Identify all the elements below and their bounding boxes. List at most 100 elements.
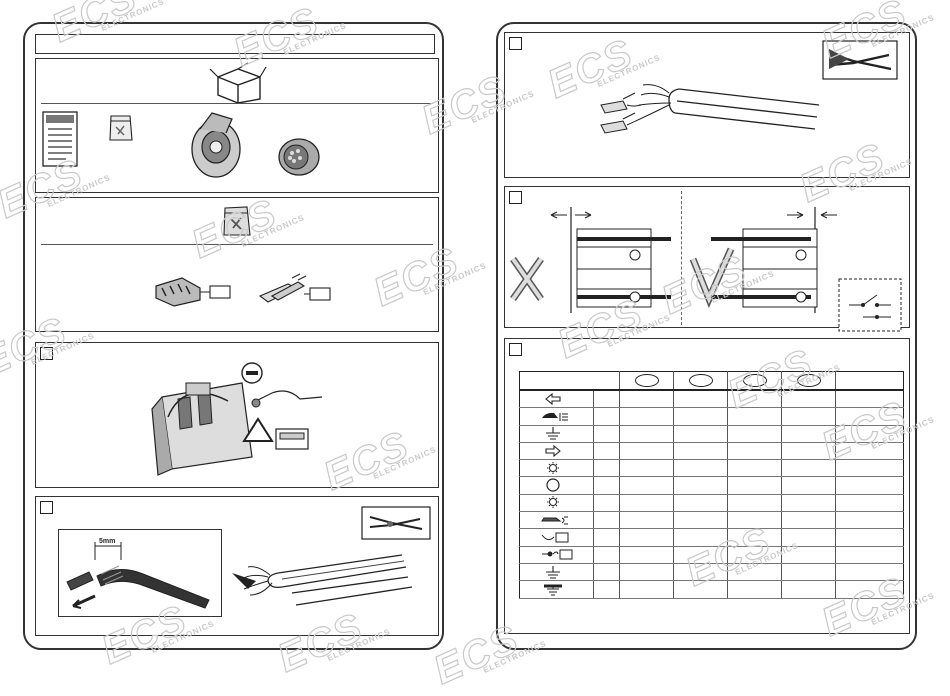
table-row (519, 580, 904, 599)
left-page: 5mm (23, 22, 444, 650)
rear-fog-car-icon (541, 412, 568, 421)
step-checkbox (509, 191, 522, 204)
step-checkbox (509, 37, 522, 50)
color-oval-icon (796, 374, 821, 387)
table-cell (593, 442, 620, 461)
table-cell (835, 546, 904, 564)
step-checkbox (40, 347, 53, 360)
table-cell (781, 459, 836, 478)
table-cell (619, 563, 674, 582)
table-cell (727, 407, 782, 426)
step-checkbox (40, 501, 53, 514)
table-row (519, 511, 904, 530)
header-cell (519, 371, 620, 391)
table-cell (593, 580, 620, 599)
ground-icon (545, 427, 560, 440)
crimp-illustration (600, 84, 820, 134)
symbol-cell (519, 528, 594, 547)
table-cell (673, 511, 728, 530)
manual-icon (42, 111, 78, 167)
strip-detail-frame: 5mm (58, 529, 222, 617)
title-bar (35, 34, 435, 54)
wire-strip-panel: 5mm (35, 496, 439, 636)
table-cell (619, 511, 674, 530)
wrong-crimp-illustration (510, 207, 671, 313)
table-cell (727, 459, 782, 478)
color-column-4 (781, 371, 836, 391)
symbol-cell (519, 563, 594, 582)
symbol-cell (519, 390, 594, 409)
circle-lamp-icon (545, 478, 560, 492)
symbol-cell (519, 494, 594, 513)
table-cell (781, 563, 836, 582)
table-cell (781, 546, 836, 564)
table-row (519, 425, 904, 443)
table-cell (835, 442, 904, 461)
table-header-row (519, 371, 904, 391)
table-cell (593, 476, 620, 495)
table-cell (673, 407, 728, 426)
table-cell (835, 476, 904, 495)
symbol-cell (519, 580, 594, 599)
table-cell (727, 546, 782, 564)
wiring-table-panel (504, 338, 910, 634)
ground-bar-icon (543, 584, 562, 596)
plug-icon (278, 138, 320, 176)
color-oval-icon (688, 374, 713, 387)
color-column-3 (727, 371, 782, 391)
symbol-cell (519, 476, 594, 495)
ground-icon (545, 565, 560, 579)
table-cell (593, 459, 620, 478)
table-cell (619, 459, 674, 478)
table-cell (835, 494, 904, 513)
battery-panel (35, 342, 439, 488)
table-cell (835, 407, 904, 426)
table-cell (619, 390, 674, 409)
table-row (519, 546, 904, 564)
table-cell (593, 528, 620, 547)
table-cell (619, 546, 674, 564)
arrow-right-icon (544, 444, 561, 457)
table-row (519, 528, 904, 547)
symbol-cell (519, 511, 594, 530)
symbol-cell (519, 546, 594, 564)
table-cell (781, 442, 836, 461)
table-cell (593, 546, 620, 564)
table-row (519, 390, 904, 409)
table-cell (619, 407, 674, 426)
table-cell (835, 425, 904, 443)
cable-illustration (232, 554, 413, 606)
color-column-2 (673, 371, 728, 391)
table-cell (835, 459, 904, 478)
table-cell (593, 511, 620, 530)
table-cell (781, 494, 836, 513)
parts-bag-icon (109, 115, 133, 141)
color-oval-icon (742, 374, 767, 387)
table-cell (835, 563, 904, 582)
table-cell (593, 494, 620, 513)
wiring-table (519, 371, 904, 599)
table-cell (619, 494, 674, 513)
table-row (519, 459, 904, 478)
package-contents-panel (35, 58, 439, 193)
color-oval-icon (634, 374, 659, 387)
car-light-icon (540, 516, 568, 525)
table-cell (619, 476, 674, 495)
table-cell (673, 546, 728, 564)
table-cell (781, 407, 836, 426)
crimp-panel (504, 32, 910, 178)
table-cell (619, 425, 674, 443)
step-checkbox (509, 343, 522, 356)
table-cell (781, 476, 836, 495)
table-cell (593, 407, 620, 426)
battery-plug-icon (541, 549, 572, 560)
table-cell (727, 511, 782, 530)
table-cell (835, 511, 904, 530)
stripper-tool-icon (361, 506, 431, 540)
socket-icon (191, 112, 241, 178)
table-cell (781, 511, 836, 530)
connector-block-icon (155, 277, 231, 307)
crimp-check-panel (504, 186, 910, 332)
crimp-tool-icon (822, 40, 898, 80)
symbol-cell (519, 407, 594, 426)
